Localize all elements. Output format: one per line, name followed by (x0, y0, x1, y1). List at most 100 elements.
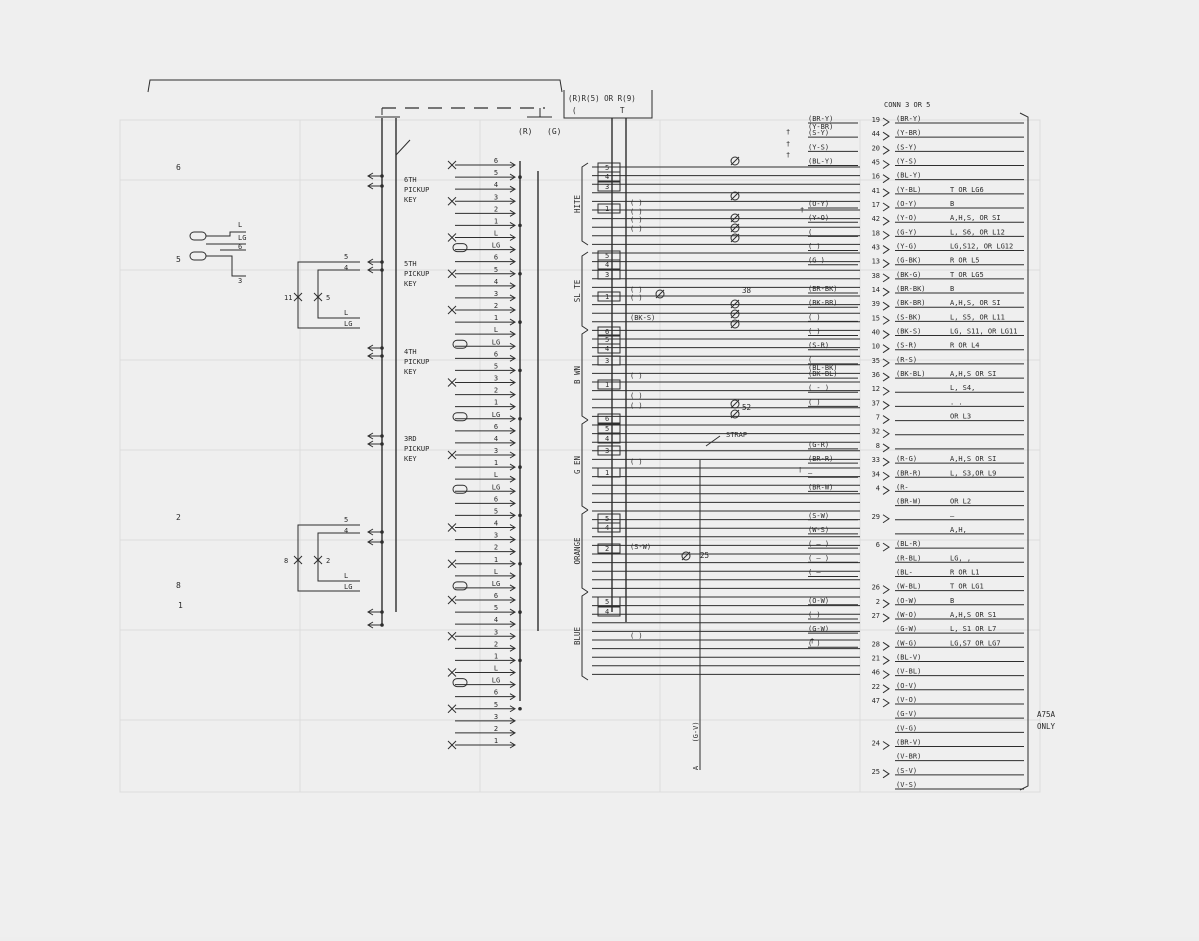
connector-pin: 27 (872, 612, 880, 620)
arrow-head-icon (509, 669, 516, 676)
arrow-head-icon (882, 358, 890, 368)
connector-in-label: (O-W) (808, 597, 829, 605)
connector-out-label: (BR-W) (896, 498, 921, 506)
arrow-head-icon (367, 344, 374, 352)
arrow-head-icon (509, 282, 516, 290)
strip-terminal-label: 3 (494, 532, 498, 540)
contact-x-icon (447, 450, 457, 460)
connector-out-label: (Y-O) (896, 214, 917, 222)
connector-out-label: (S-BK) (896, 313, 921, 321)
connector-note: LG, , (950, 554, 971, 562)
arrow-head-icon (882, 542, 890, 552)
junction-dot (380, 623, 384, 627)
connector-out-label: (BL- (896, 568, 913, 576)
r-label: (R) (518, 127, 532, 136)
strip-terminal-label: 3 (494, 447, 498, 455)
contact-x-icon (447, 305, 457, 315)
group-bracket (581, 419, 589, 511)
group-pin-label: 5 (605, 598, 609, 606)
connector-out-label: (O-V) (896, 682, 917, 690)
connector-in-label: (O-Y) (808, 200, 829, 208)
strip-terminal-label: 4 (494, 520, 498, 528)
switch-label: 5 (344, 516, 348, 524)
a75a-label: A75A (1037, 710, 1056, 719)
wire-leads (592, 156, 860, 675)
connector-out-label: (BR-R) (896, 469, 921, 477)
station-groups (581, 118, 701, 770)
pin-box (597, 379, 621, 390)
arrow-head-icon (509, 330, 516, 338)
connector-note: A,H,S OR SI (950, 455, 996, 463)
strip-terminal-label: 5 (494, 604, 498, 612)
connector-in-label: (S-Y) (808, 129, 829, 137)
connector-pin: 22 (872, 683, 880, 691)
group-color-label: BLUE (573, 626, 582, 645)
connector-pin: 44 (872, 130, 880, 138)
junction-dot (518, 706, 522, 711)
terminal-strip (447, 160, 539, 750)
connector-out-label: (V-O) (896, 696, 917, 704)
arrow-head-icon (509, 536, 516, 544)
connector-pin: 20 (872, 144, 880, 152)
group-pin-label: 4 (605, 608, 609, 616)
connector-out-label: (BR-V) (896, 738, 921, 746)
connector-in-label: (G-R) (808, 441, 829, 449)
group-pin-label: 2 (605, 545, 609, 553)
connector-in-label: (BK-BR) (808, 299, 838, 307)
strip-terminal-label: 5 (494, 266, 498, 274)
arrow-head-icon (367, 432, 374, 440)
junction-dot (380, 174, 384, 178)
connector-title: CONN 3 OR 5 (884, 101, 930, 109)
contact-x-icon (447, 740, 457, 750)
jack-wire (206, 255, 246, 277)
jack-label: LG (238, 234, 246, 242)
wire-label: ( ) (630, 208, 643, 216)
lug-slash (730, 399, 740, 409)
connector-out-label: (S-V) (896, 767, 917, 775)
connector-in-label: (BR-R) (808, 455, 833, 463)
lug-slash (730, 213, 740, 223)
connector-note: — (950, 512, 955, 520)
jack-label: L (238, 221, 242, 229)
junction-dot (518, 223, 522, 228)
connector-pin: 19 (872, 116, 880, 124)
strip-terminal-label: LG (492, 242, 500, 250)
connector-note: LG,S12, OR LG12 (950, 243, 1013, 251)
connector-note: A,H,S OR SI (950, 370, 996, 378)
dagger-mark: † (800, 206, 804, 214)
jack-icon (189, 251, 207, 261)
arrow-head-icon (509, 572, 516, 580)
group-pin-label: 1 (605, 205, 609, 213)
connector-note: A,H, (950, 526, 967, 534)
group-pin-label: 5 (605, 164, 609, 172)
connector-in-label: ( ) (808, 611, 821, 619)
connector-note: T OR LG1 (950, 583, 984, 591)
contact-x-icon (313, 292, 323, 302)
connector-pin: 42 (872, 215, 880, 223)
connector-pin: 26 (872, 584, 880, 592)
lug-icon (730, 233, 740, 243)
connector-note: R OR L5 (950, 257, 980, 265)
contact-x-icon (447, 559, 457, 569)
arrow-head-icon (367, 258, 374, 266)
arrow-head-icon (509, 294, 516, 302)
connector-pin: 37 (872, 399, 880, 407)
lug-slash (730, 191, 740, 201)
group-pin-label: 6 (605, 328, 609, 336)
lug-icon (681, 551, 691, 561)
connector-pin: 33 (872, 456, 880, 464)
strip-terminal-label: L (494, 665, 498, 673)
strip-terminal-label: 5 (494, 362, 498, 370)
pin-box (597, 259, 621, 270)
connector-pin: 8 (876, 442, 880, 450)
connector-out-label: (W-O) (896, 611, 917, 619)
group-bracket (581, 591, 589, 681)
switch-loop (317, 532, 360, 582)
strip-terminal-label: 6 (494, 254, 498, 262)
arrow-head-icon (882, 443, 890, 453)
connector-pin: 18 (872, 229, 880, 237)
strip-terminal-label: 6 (494, 350, 498, 358)
strip-terminal-label: 2 (494, 640, 498, 648)
top-bracket (147, 79, 653, 119)
